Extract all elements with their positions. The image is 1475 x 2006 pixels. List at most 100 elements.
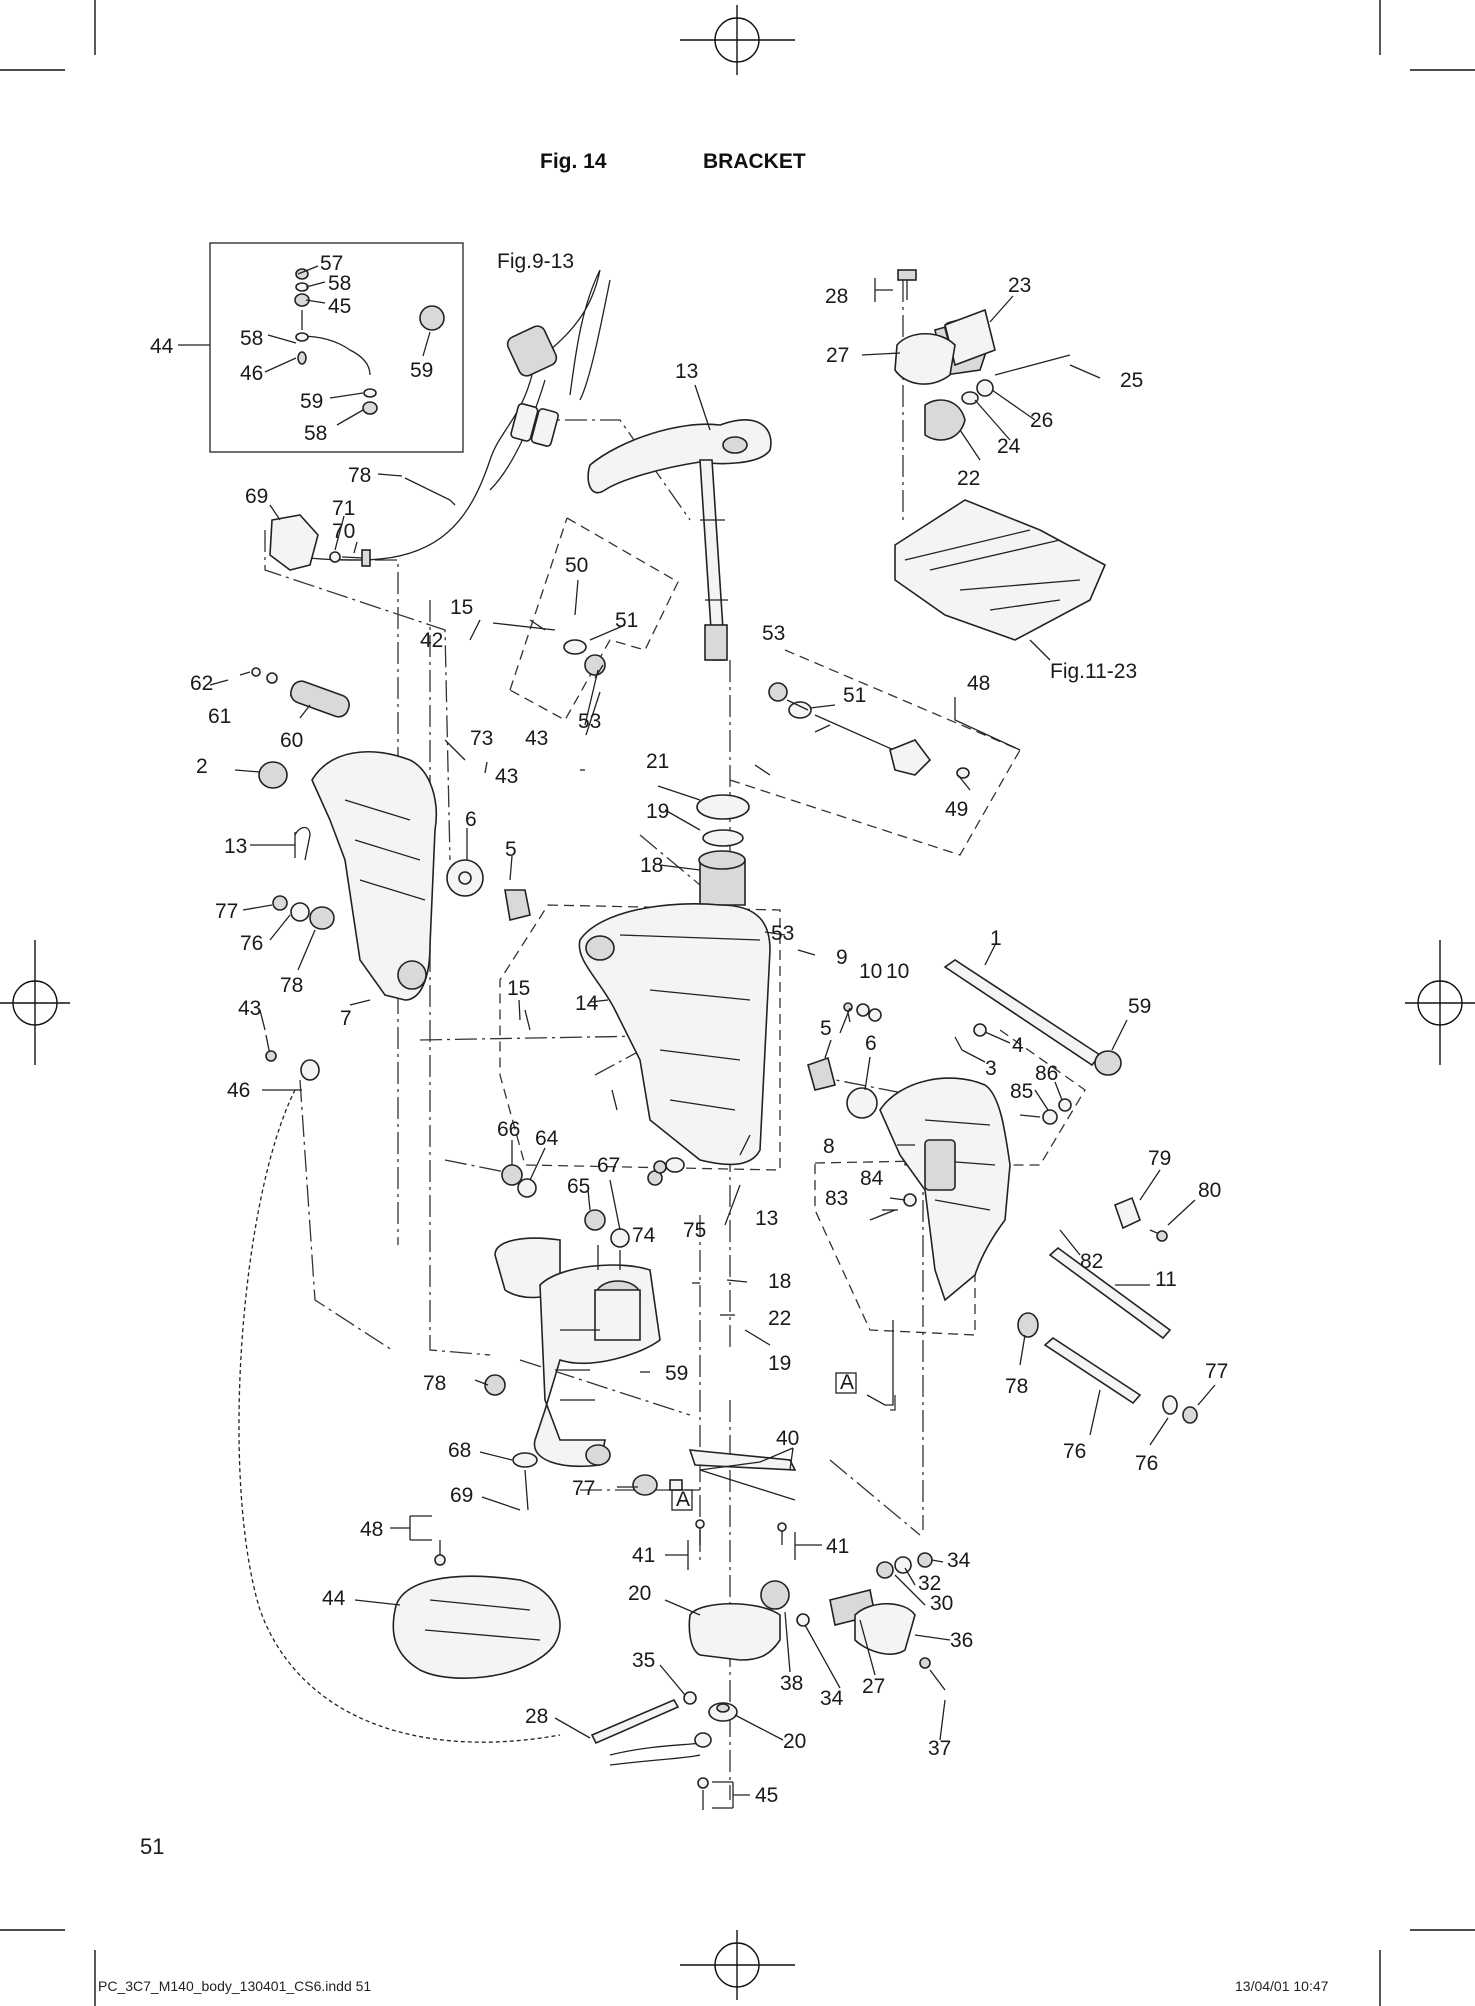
callout: 42 bbox=[420, 629, 443, 652]
callout: 49 bbox=[945, 798, 968, 821]
callout: 62 bbox=[190, 672, 213, 695]
callout: 2 bbox=[196, 755, 208, 778]
callout: 67 bbox=[597, 1154, 620, 1177]
callout: 22 bbox=[957, 467, 980, 490]
callout: 34 bbox=[820, 1687, 844, 1710]
callout: 35 bbox=[632, 1649, 655, 1672]
callout: 78 bbox=[348, 464, 371, 487]
part-shapes bbox=[251, 268, 1198, 1810]
callout: 46 bbox=[240, 362, 263, 385]
callout: 9 bbox=[836, 946, 848, 969]
callout: 5 bbox=[820, 1017, 832, 1040]
callout: 34 bbox=[947, 1549, 971, 1572]
callout: 77 bbox=[1205, 1360, 1228, 1383]
callout: 5 bbox=[505, 838, 517, 861]
callout: 6 bbox=[465, 808, 477, 831]
callout: 43 bbox=[238, 997, 261, 1020]
callout: 69 bbox=[450, 1484, 473, 1507]
callout: 23 bbox=[1008, 274, 1031, 297]
callout: 74 bbox=[632, 1224, 656, 1247]
callout: 68 bbox=[448, 1439, 471, 1462]
callout: 69 bbox=[245, 485, 268, 508]
callout: 78 bbox=[423, 1372, 446, 1395]
callout: 59 bbox=[1128, 995, 1151, 1018]
callout: 85 bbox=[1010, 1080, 1033, 1103]
figure-title: BRACKET bbox=[703, 150, 806, 173]
callout: 48 bbox=[967, 672, 990, 695]
callout: 13 bbox=[675, 360, 698, 383]
callout: 41 bbox=[826, 1535, 849, 1558]
callout: 77 bbox=[572, 1477, 595, 1500]
callout: 36 bbox=[950, 1629, 973, 1652]
figure-number: Fig. 14 bbox=[540, 150, 607, 173]
callout: 48 bbox=[360, 1518, 383, 1541]
callout: 19 bbox=[768, 1352, 791, 1375]
callout: 75 bbox=[683, 1219, 706, 1242]
callout: 3 bbox=[985, 1057, 997, 1080]
callout: 37 bbox=[928, 1737, 951, 1760]
callout: 50 bbox=[565, 554, 588, 577]
callout: 21 bbox=[646, 750, 669, 773]
callout: 44 bbox=[322, 1587, 346, 1610]
callout: 86 bbox=[1035, 1062, 1058, 1085]
cross-ref-fig-9-13: Fig.9-13 bbox=[497, 250, 574, 273]
callout: 22 bbox=[768, 1307, 791, 1330]
callout: 13 bbox=[224, 835, 247, 858]
callout: 40 bbox=[776, 1427, 799, 1450]
callout: 27 bbox=[862, 1675, 885, 1698]
callout: 43 bbox=[525, 727, 548, 750]
callout: 30 bbox=[930, 1592, 953, 1615]
callout: 15 bbox=[507, 977, 530, 1000]
callout: 15 bbox=[450, 596, 473, 619]
callout: 11 bbox=[1155, 1268, 1177, 1291]
callout: 51 bbox=[843, 684, 866, 707]
callout: 84 bbox=[860, 1167, 884, 1190]
callout: 38 bbox=[780, 1672, 803, 1695]
callout: 6 bbox=[865, 1032, 877, 1055]
callout: 45 bbox=[755, 1784, 778, 1807]
reference-mark-a-1: A bbox=[835, 1320, 894, 1406]
callout: 20 bbox=[628, 1582, 651, 1605]
callout-labels: 57 58 45 58 44 46 59 59 58 78 69 71 70 1… bbox=[150, 252, 1228, 1807]
callout: 59 bbox=[410, 359, 433, 382]
callout: 58 bbox=[304, 422, 327, 445]
callout: 70 bbox=[332, 520, 355, 543]
callout: 61 bbox=[208, 705, 231, 728]
callout: 60 bbox=[280, 729, 303, 752]
callout: 46 bbox=[227, 1079, 250, 1102]
callout: 8 bbox=[823, 1135, 835, 1158]
callout: 79 bbox=[1148, 1147, 1171, 1170]
callout: 59 bbox=[665, 1362, 688, 1385]
callout: 25 bbox=[1120, 369, 1143, 392]
callout: 51 bbox=[615, 609, 638, 632]
inset-box-54 bbox=[209, 242, 464, 453]
callout: 28 bbox=[525, 1705, 548, 1728]
callout: 66 bbox=[497, 1118, 520, 1141]
callout: 58 bbox=[328, 272, 351, 295]
callout: 10 bbox=[886, 960, 909, 983]
callout: 53 bbox=[578, 710, 601, 733]
callout: 76 bbox=[1135, 1452, 1158, 1475]
callout: 76 bbox=[240, 932, 263, 955]
callout: 4 bbox=[1012, 1034, 1024, 1057]
callout: 65 bbox=[567, 1175, 590, 1198]
callout: 43 bbox=[495, 765, 518, 788]
cross-ref-fig-11-23: Fig.11-23 bbox=[1050, 660, 1137, 683]
callout: 24 bbox=[997, 435, 1021, 458]
reference-mark-a-2: A bbox=[671, 1488, 693, 1511]
callout: 53 bbox=[762, 622, 785, 645]
callout: 77 bbox=[215, 900, 238, 923]
callout: 78 bbox=[1005, 1375, 1028, 1398]
callout: 1 bbox=[990, 927, 1002, 950]
callout: 13 bbox=[755, 1207, 778, 1230]
callout: 18 bbox=[768, 1270, 791, 1293]
callout: 27 bbox=[826, 344, 849, 367]
ground-cable bbox=[238, 1089, 561, 1743]
callout: 73 bbox=[470, 727, 493, 750]
footer-file-name: PC_3C7_M140_body_130401_CS6.indd 51 bbox=[98, 1978, 372, 1994]
footer-timestamp: 13/04/01 10:47 bbox=[1235, 1978, 1329, 1994]
callout: 20 bbox=[783, 1730, 806, 1753]
callout: 64 bbox=[535, 1127, 559, 1150]
